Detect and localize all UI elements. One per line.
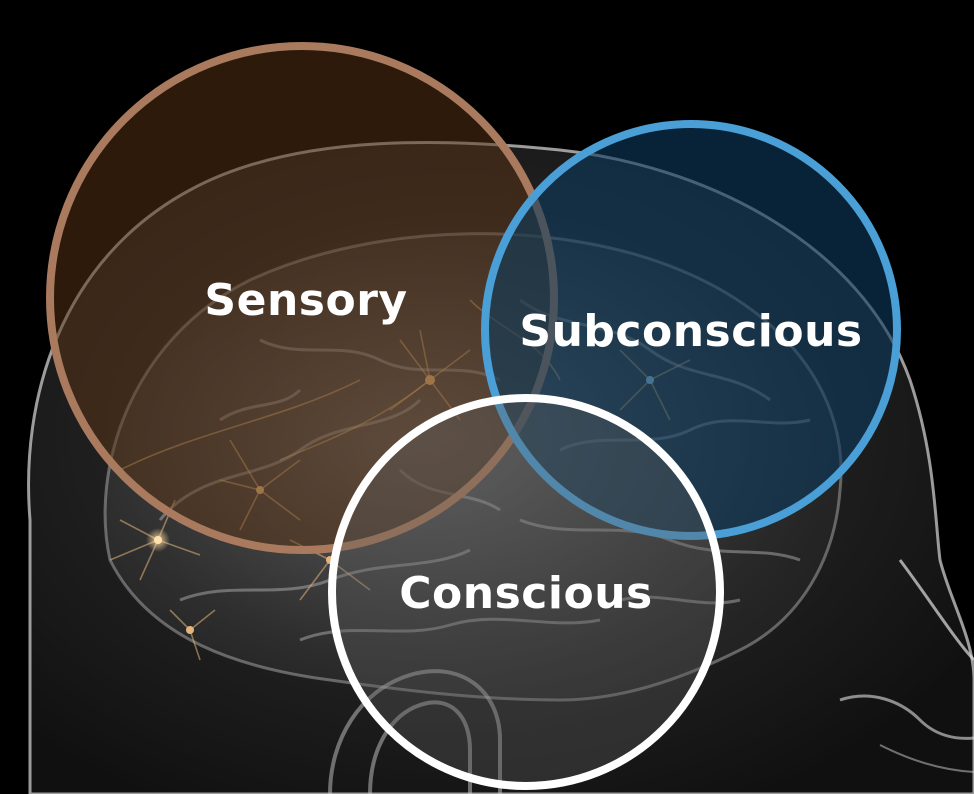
- label-subconscious: Subconscious: [519, 306, 862, 357]
- label-conscious: Conscious: [399, 568, 652, 619]
- label-sensory: Sensory: [204, 275, 407, 326]
- circle-conscious: Conscious: [328, 394, 724, 790]
- brain-stem: [328, 669, 502, 794]
- circle-subconscious: Subconscious: [481, 120, 901, 540]
